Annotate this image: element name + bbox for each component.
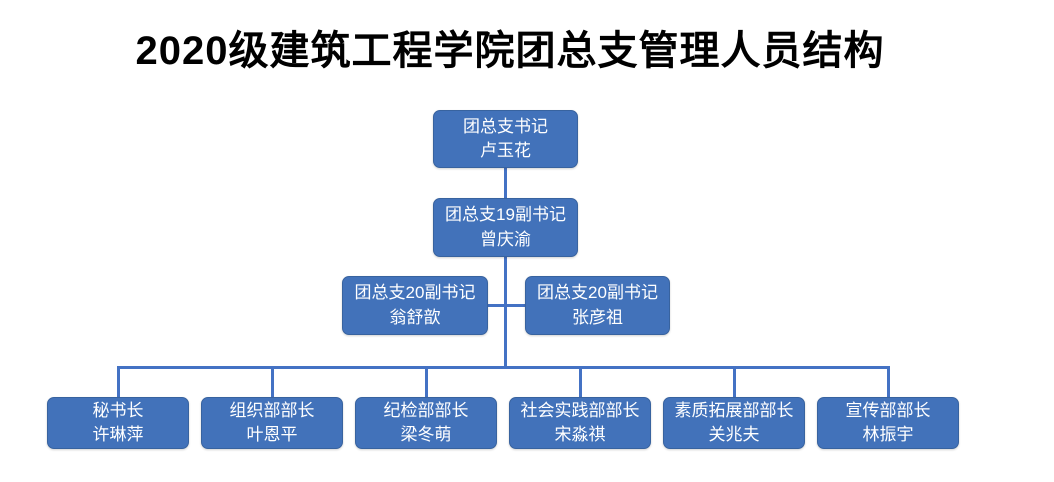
org-node-role: 团总支19副书记 (445, 205, 566, 225)
org-node-role: 团总支书记 (463, 116, 548, 136)
org-node-name: 宋淼祺 (554, 425, 606, 444)
org-node-role: 宣传部部长 (845, 400, 931, 420)
org-node-name: 林振宇 (862, 425, 914, 444)
org-node-dept-discipline[interactable]: 纪检部部长 梁冬萌 (355, 397, 497, 449)
org-node-deputy20-left[interactable]: 团总支20副书记 翁舒歆 (342, 276, 488, 335)
org-node-name: 卢玉花 (480, 141, 531, 160)
connector-drop-dept-2 (271, 366, 274, 397)
org-node-name: 梁冬萌 (400, 425, 452, 444)
org-node-role: 组织部部长 (229, 400, 315, 420)
org-node-role: 秘书长 (92, 400, 144, 420)
org-node-dept-social-practice[interactable]: 社会实践部部长 宋淼祺 (509, 397, 651, 449)
org-node-name: 曾庆渝 (480, 229, 531, 249)
connector-drop-dept-1 (117, 366, 120, 397)
org-node-role: 团总支20副书记 (354, 283, 476, 303)
connector-drop-dept-6 (887, 366, 890, 397)
connector-drop-dept-5 (733, 366, 736, 397)
org-node-deputy19[interactable]: 团总支19副书记 曾庆渝 (433, 198, 578, 257)
org-node-dept-publicity[interactable]: 宣传部部长 林振宇 (817, 397, 959, 449)
connector-root-to-deputy19 (504, 168, 507, 198)
org-node-secretary[interactable]: 团总支书记 卢玉花 (433, 110, 578, 168)
org-node-role: 纪检部部长 (383, 400, 469, 420)
org-node-role: 素质拓展部部长 (674, 400, 794, 420)
org-node-deputy20-right[interactable]: 团总支20副书记 张彦祖 (525, 276, 670, 335)
org-node-name: 张彦祖 (572, 307, 623, 327)
org-node-name: 叶恩平 (246, 425, 298, 444)
org-node-name: 翁舒歆 (389, 307, 441, 327)
connector-stub-deputy20-left (488, 304, 506, 307)
connector-drop-dept-4 (579, 366, 582, 397)
connector-stub-deputy20-right (505, 304, 525, 307)
org-node-dept-secretary-general[interactable]: 秘书长 许琳萍 (47, 397, 189, 449)
connector-horizontal-bus (117, 366, 890, 369)
org-node-name: 关兆夫 (708, 425, 760, 444)
org-node-name: 许琳萍 (92, 425, 144, 444)
page-title: 2020级建筑工程学院团总支管理人员结构 (135, 29, 885, 73)
org-node-role: 社会实践部部长 (520, 400, 640, 420)
org-node-dept-quality-development[interactable]: 素质拓展部部长 关兆夫 (663, 397, 805, 449)
connector-deputy19-to-bus (504, 257, 507, 369)
connector-drop-dept-3 (425, 366, 428, 397)
org-node-dept-organization[interactable]: 组织部部长 叶恩平 (201, 397, 343, 449)
org-node-role: 团总支20副书记 (537, 283, 658, 303)
